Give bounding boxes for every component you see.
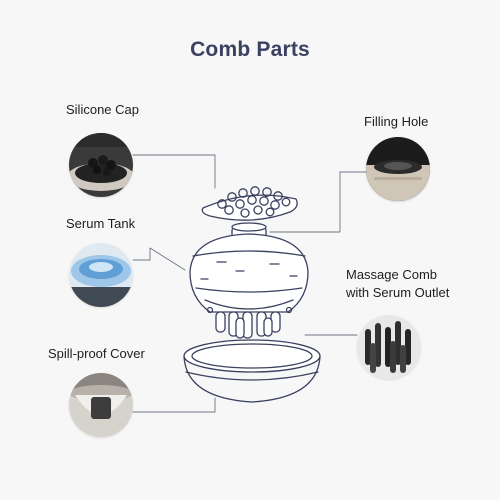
spill-proof-cover-drawing: [183, 339, 321, 403]
spill-proof-cover-photo: [69, 373, 133, 437]
silicone-cap-photo: [69, 133, 133, 197]
leader-spill-proof-cover: [132, 397, 216, 413]
label-filling-hole: Filling Hole: [364, 114, 429, 129]
leader-silicone-cap: [132, 154, 216, 189]
comb-teeth-drawing: [215, 311, 281, 339]
silicone-cap-drawing: [201, 186, 298, 221]
label-serum-tank: Serum Tank: [66, 216, 136, 231]
label-massage-comb-line1: Massage Comb: [346, 267, 438, 282]
label-spill-proof-cover: Spill-proof Cover: [48, 346, 145, 361]
label-silicone-cap: Silicone Cap: [66, 102, 139, 117]
serum-tank-drawing: [189, 222, 309, 314]
leader-lines: [132, 154, 367, 413]
serum-tank-photo: [69, 243, 133, 307]
filling-hole-photo: [366, 137, 430, 201]
leader-serum-tank: [132, 247, 186, 271]
label-massage-comb-line2: with Serum Outlet: [346, 285, 450, 300]
massage-comb-photo: [357, 315, 421, 379]
diagram-title: Comb Parts: [190, 38, 310, 61]
leader-filling-hole: [269, 171, 367, 233]
